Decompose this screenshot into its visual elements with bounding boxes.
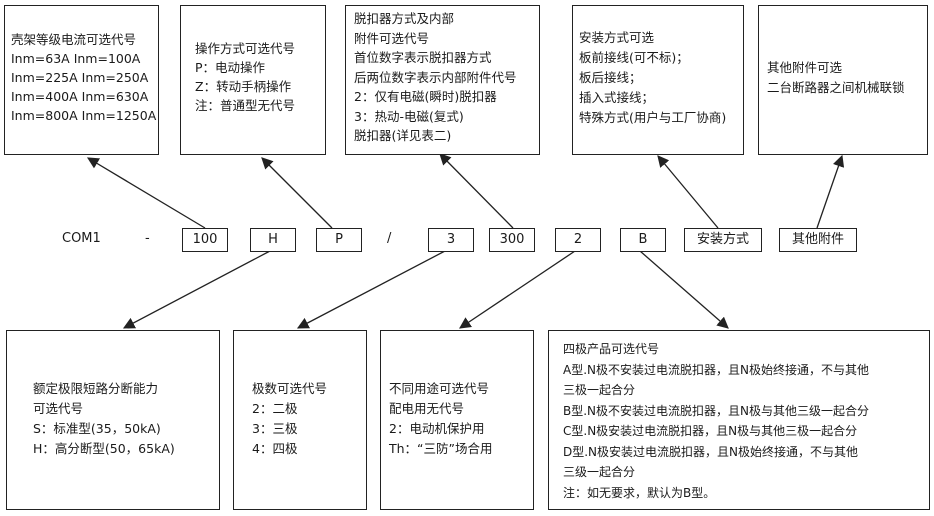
box-line: 三极一起合分 [563,383,636,397]
box-line: 特殊方式(用户与工厂协商) [579,110,727,125]
box-line: 2：电动机保护用 [389,421,485,436]
box-line: 后两位数字表示内部附件代号 [354,69,517,85]
box-line: H：高分断型(50，65kA) [33,441,175,456]
arrow-other-accessories [816,154,845,229]
box-breaking-capacity: 额定极限短路分断能力 可选代号 S：标准型(35，50kA) H：高分断型(50… [6,330,220,510]
box-line: 2：仅有电磁(瞬时)脱扣器 [354,89,497,104]
box-release-mode: 脱扣器方式及内部 附件可选代号 首位数字表示脱扣器方式 后两位数字表示内部附件代… [345,5,540,155]
arrow-four-pole [639,250,729,329]
box-four-pole: 四极产品可选代号 A型.N极不安装过电流脱扣器，且N极始终接通，不与其他 三极一… [548,330,930,510]
box-line: B型.N极不安装过电流脱扣器，且N极与其他三级一起合分 [563,403,870,418]
code-frame-rating: 100 [182,228,228,252]
box-line: 其他附件可选 [767,60,843,75]
arrow-release-mode [439,153,514,229]
arrow-breaking-capacity [122,250,271,329]
box-line: Inm=225A Inm=250A [11,70,149,85]
box-line: 脱扣器方式及内部 [354,11,455,26]
box-line: 注：普通型无代号 [195,98,296,113]
box-line: A型.N极不安装过电流脱扣器，且N极始终接通，不与其他 [563,362,869,377]
arrow-usage [459,250,576,329]
box-line: 3：三极 [252,421,298,436]
box-line: C型.N极安装过电流脱扣器，且N极与其他三极一起合分 [563,424,858,438]
box-line: 板后接线； [579,70,642,85]
code-usage: 2 [555,228,601,252]
box-line: 插入式接线； [579,90,655,105]
box-line: 可选代号 [33,401,84,416]
code-poles: 3 [428,228,474,252]
box-line: 壳架等级电流可选代号 [11,32,137,47]
box-line: 不同用途可选代号 [389,381,490,396]
box-line: 3：热动-电磁(复式) [354,108,464,124]
box-line: 4：四极 [252,441,298,456]
box-line: Inm=400A Inm=630A [11,89,149,104]
box-line: 配电用无代号 [389,401,465,416]
box-line: 板前接线(可不标)； [579,50,689,65]
code-install-mode: 安装方式 [684,228,762,252]
box-install-mode: 安装方式可选 板前接线(可不标)； 板后接线； 插入式接线； 特殊方式(用户与工… [572,5,744,155]
box-line: Z：转动手柄操作 [195,79,292,94]
model-dash: - [145,231,150,246]
box-line: S：标准型(35，50kA) [33,421,161,436]
box-line: 首位数字表示脱扣器方式 [354,50,492,65]
code-breaking-capacity: H [250,228,296,252]
box-line: 三级一起合分 [563,465,636,479]
box-line: 二台断路器之间机械联锁 [767,80,905,95]
box-line: Inm=63A Inm=100A [11,51,141,66]
box-line: 注：如无要求，默认为B型。 [563,485,716,500]
box-usage: 不同用途可选代号 配电用无代号 2：电动机保护用 Th：“三防”场合用 [380,330,534,510]
arrow-install-mode [657,155,719,229]
arrow-frame-rating [86,157,206,229]
box-line: 操作方式可选代号 [195,41,296,56]
model-slash: / [387,231,392,246]
box-line: 2：二极 [252,401,298,416]
box-line: 安装方式可选 [579,30,655,45]
box-operation-mode: 操作方式可选代号 P：电动操作 Z：转动手柄操作 注：普通型无代号 [180,5,326,155]
box-line: 额定极限短路分断能力 [33,381,159,396]
box-line: 附件可选代号 [354,30,430,46]
box-line: 脱扣器(详见表二) [354,128,452,143]
box-line: Inm=800A Inm=1250A [11,108,157,123]
box-line: 极数可选代号 [252,381,328,396]
box-other-accessories: 其他附件可选 二台断路器之间机械联锁 [758,5,928,155]
model-prefix: COM1 [62,231,101,246]
box-line: P：电动操作 [195,60,266,75]
code-four-pole: B [620,228,666,252]
arrow-poles [296,250,446,329]
code-operation-mode: P [316,228,362,252]
box-line: 四极产品可选代号 [563,342,660,356]
box-poles: 极数可选代号 2：二极 3：三极 4：四极 [233,330,367,510]
box-line: Th：“三防”场合用 [389,441,493,456]
code-other-accessories: 其他附件 [779,228,857,252]
box-frame-rating: 壳架等级电流可选代号 Inm=63A Inm=100A Inm=225A Inm… [4,5,159,155]
arrow-operation-mode [261,157,333,229]
box-line: D型.N极安装过电流脱扣器，且N极始终接通，不与其他 [563,444,859,459]
code-release-mode: 300 [489,228,535,252]
